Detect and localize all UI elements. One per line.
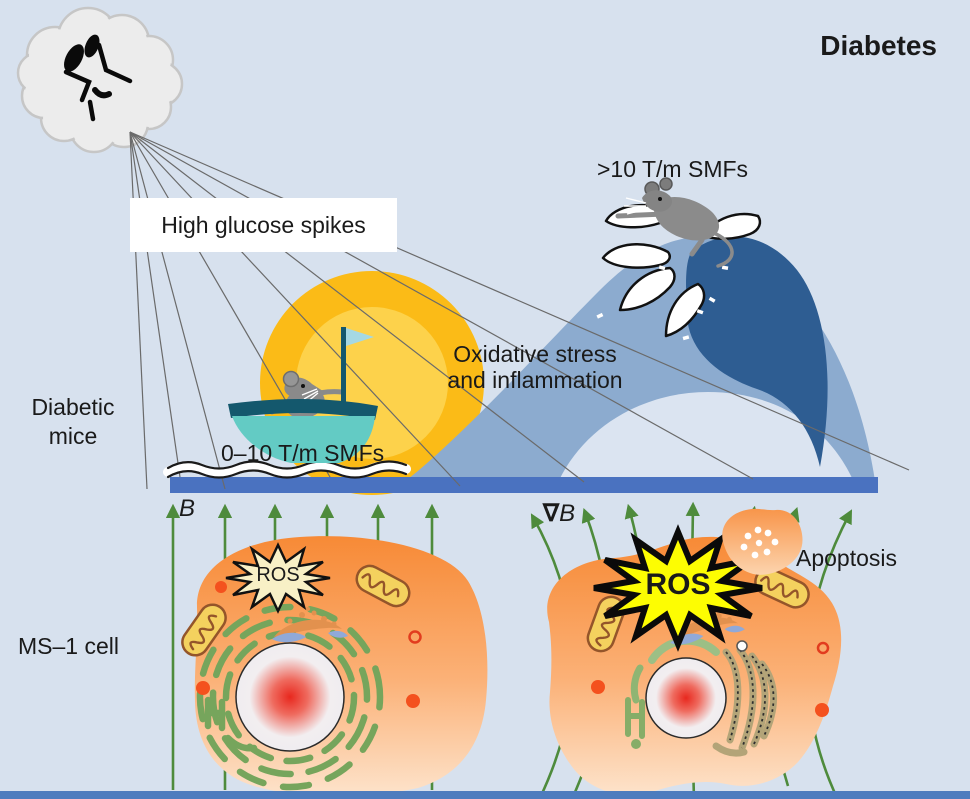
water-waves-icon bbox=[163, 460, 411, 479]
ocean-wave-shape bbox=[398, 236, 876, 487]
sea-bar bbox=[170, 477, 878, 493]
gradient-b-label: ∇B bbox=[543, 500, 576, 527]
wave-barrel bbox=[556, 392, 856, 487]
oxidative-stress-label: Oxidative stress and inflammation bbox=[447, 341, 623, 394]
apoptotic-body-icon bbox=[722, 508, 803, 575]
figure-title: Diabetes bbox=[820, 30, 937, 61]
apoptosis-label: Apoptosis bbox=[796, 545, 898, 571]
rough-er bbox=[712, 640, 778, 757]
glucose-rays bbox=[129, 131, 910, 490]
low-smf-label: 0–10 T/m SMFs bbox=[221, 440, 385, 466]
bottom-border-bar bbox=[0, 791, 970, 799]
ros-burst-small bbox=[225, 542, 331, 614]
nucleus bbox=[235, 642, 345, 752]
ms1-cell-mild-ros bbox=[176, 536, 488, 797]
high-glucose-label-box: High glucose spikes bbox=[130, 198, 397, 252]
nucleus bbox=[645, 657, 727, 739]
ms1-cell-high-ros bbox=[547, 524, 842, 796]
ros-burst-big bbox=[593, 524, 763, 652]
glucose-spike-marks bbox=[63, 34, 133, 122]
surfing-mouse-icon bbox=[596, 177, 762, 341]
boat-flag-icon bbox=[346, 328, 374, 346]
vesicle-dots bbox=[591, 641, 830, 717]
ms1-cell-label: MS–1 cell bbox=[18, 633, 119, 659]
sailboat-icon bbox=[228, 327, 378, 463]
vesicle-dots bbox=[196, 581, 422, 708]
wave-curl-dark bbox=[686, 236, 828, 467]
high-smf-label: >10 T/m SMFs bbox=[597, 156, 749, 182]
splash-confetti bbox=[596, 249, 729, 341]
ros-label-big: ROS bbox=[645, 568, 711, 601]
diabetic-mice-label: Diabetic mice bbox=[31, 394, 115, 449]
high-glucose-label: High glucose spikes bbox=[161, 211, 366, 238]
b-field-label: B bbox=[179, 495, 196, 522]
storm-cloud-icon bbox=[16, 6, 184, 154]
ros-label-small: ROS bbox=[256, 564, 300, 586]
